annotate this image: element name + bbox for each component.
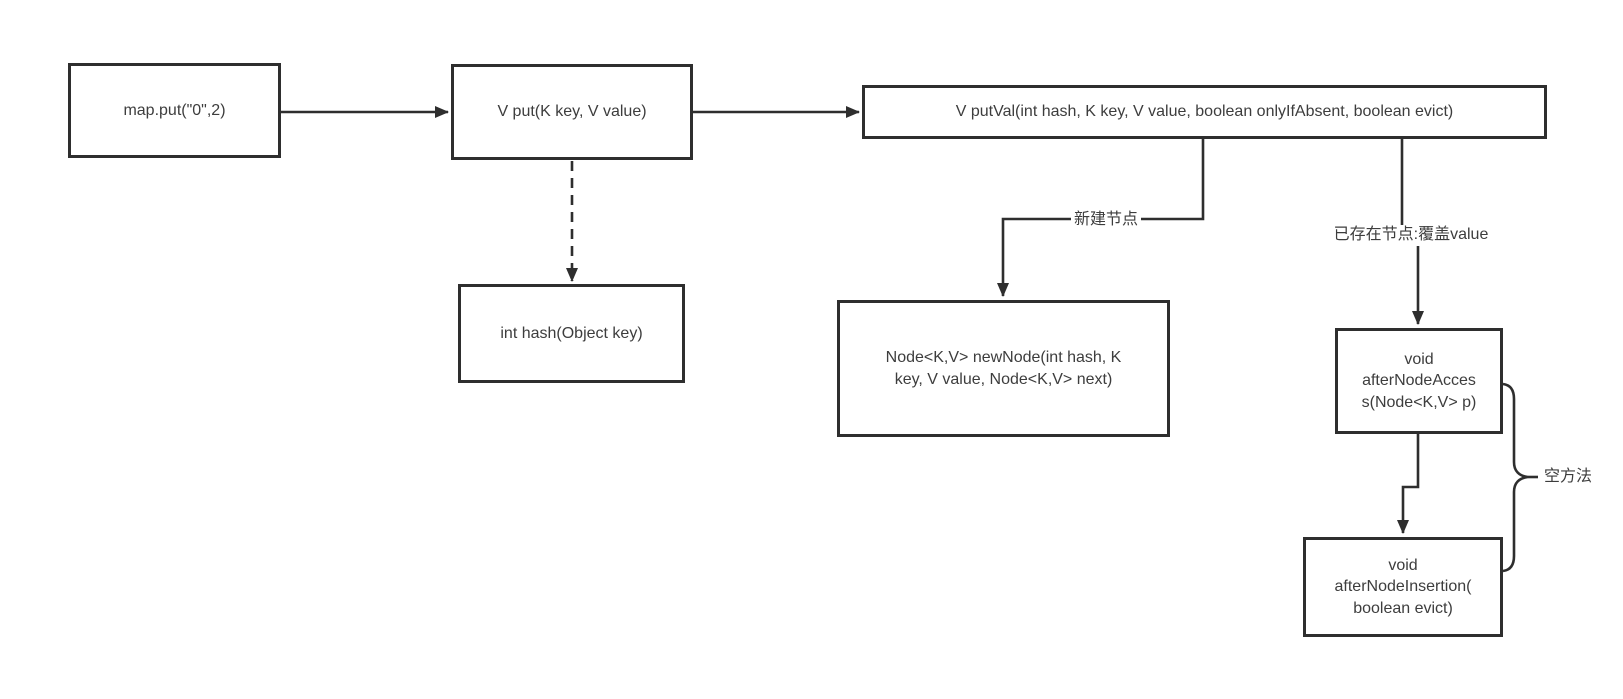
node-newnode-method: Node<K,V> newNode(int hash, K key, V val… bbox=[837, 300, 1170, 437]
edge-access-to-insertion-arrow bbox=[1397, 434, 1420, 534]
node-map-put: map.put("0",2) bbox=[68, 63, 281, 158]
node-afternodeaccess-method: void afterNodeAcces s(Node<K,V> p) bbox=[1335, 328, 1503, 434]
node-hash-method: int hash(Object key) bbox=[458, 284, 685, 383]
node-put-method: V put(K key, V value) bbox=[451, 64, 693, 160]
empty-method-brace bbox=[1502, 382, 1529, 573]
node-putval-method: V putVal(int hash, K key, V value, boole… bbox=[862, 85, 1547, 139]
edge-label-empty-method: 空方法 bbox=[1541, 467, 1596, 487]
node-afternodeinsertion-method: void afterNodeInsertion( boolean evict) bbox=[1303, 537, 1503, 637]
edge-label-new-node: 新建节点 bbox=[1070, 210, 1142, 230]
edge-label-existing-node: 已存在节点:覆盖value bbox=[1330, 225, 1492, 245]
